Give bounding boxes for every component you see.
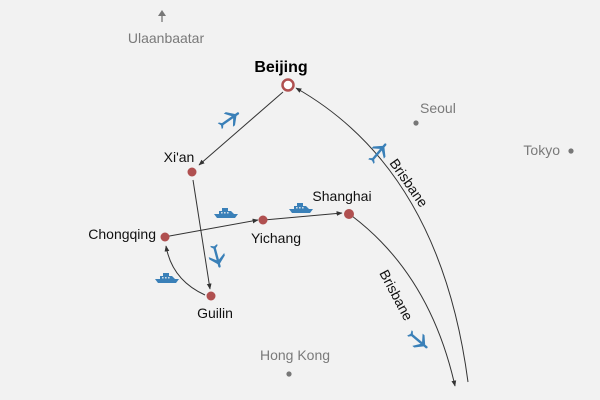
route-guilin-chongqing [164,245,206,296]
place-marker-hongkong [286,371,292,377]
route-xian-guilin [192,179,212,290]
boat-icon [155,273,179,283]
route-shanghai-brisbane [351,215,457,387]
stop-label-yichang: Yichang [251,230,301,246]
route-yichang-shanghai [263,211,343,221]
stop-marker-shanghai [344,209,354,219]
plane-icon [404,326,433,355]
place-label-hongkong: Hong Kong [260,347,330,363]
route-chongqing-yichang [163,218,259,238]
stop-marker-xian [187,167,197,177]
place-label-ulaanbaatar: Ulaanbaatar [128,30,205,46]
route-brisbane-beijing [295,87,469,383]
stop-marker-yichang [258,215,268,225]
stop-marker-chongqing [160,232,170,242]
plane-icon [215,106,244,133]
origin-label-beijing: Beijing [254,59,307,76]
place-marker-tokyo [568,148,574,154]
route-label-shanghai-brisbane: Brisbane [376,267,416,323]
boat-icon [289,203,313,213]
origin-marker-beijing [281,78,295,92]
stop-label-xian: Xi'an [164,149,195,165]
plane-icon [206,242,228,270]
place-label-tokyo: Tokyo [523,142,560,158]
stop-label-guilin: Guilin [197,305,233,321]
stop-label-chongqing: Chongqing [88,226,156,242]
stop-marker-guilin [206,291,216,301]
boat-icon [214,208,238,218]
route-beijing-xian [198,91,284,166]
route-label-brisbane-beijing: Brisbane [387,156,432,211]
place-marker-seoul [413,120,419,126]
place-label-seoul: Seoul [420,100,456,116]
arrow-up-icon [158,10,166,22]
stop-label-shanghai: Shanghai [312,188,371,204]
